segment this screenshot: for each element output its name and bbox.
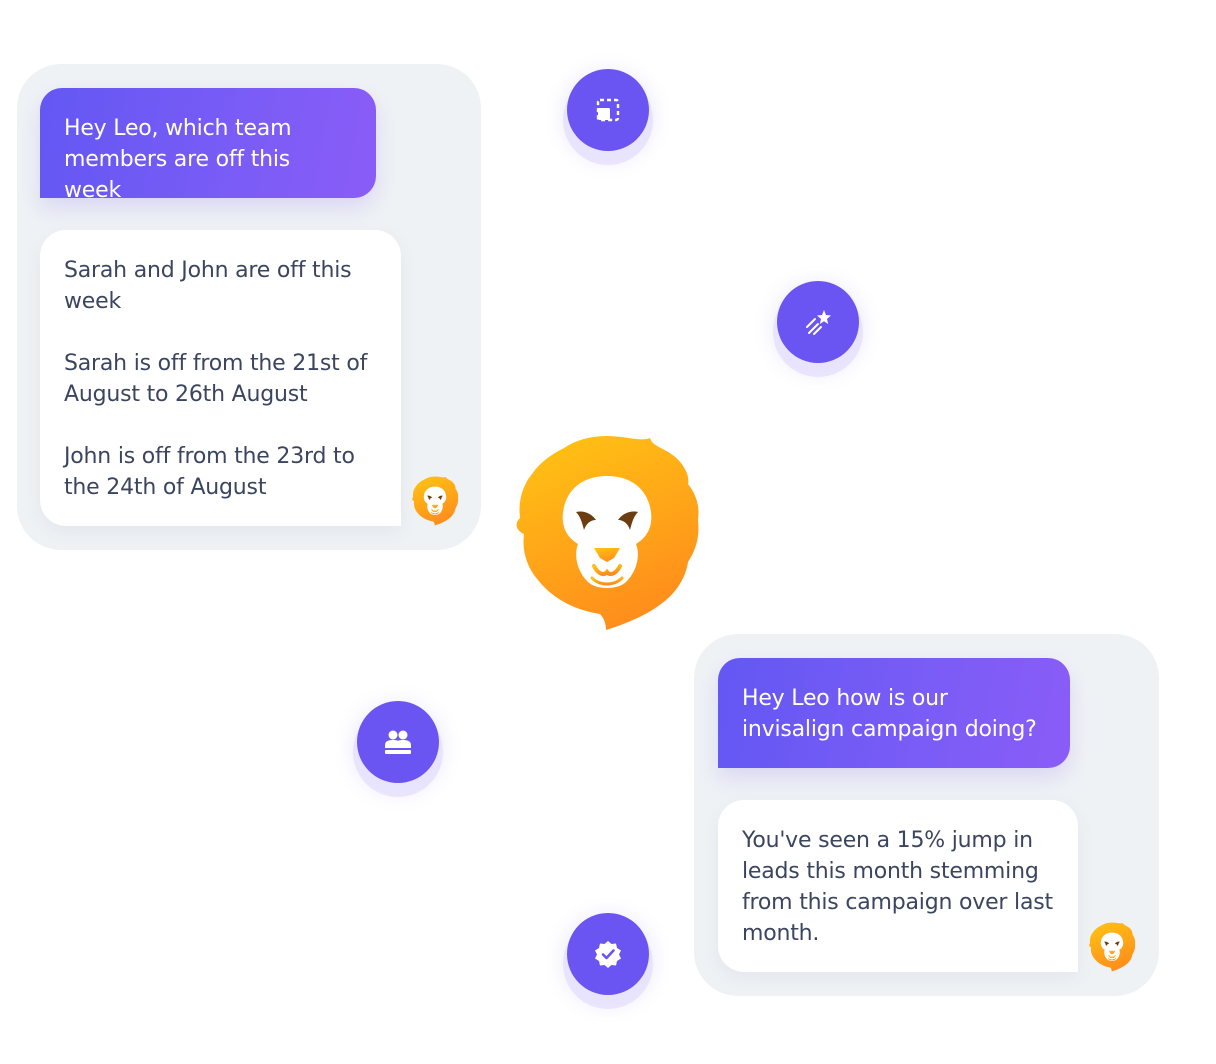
lion-avatar-icon	[1088, 922, 1136, 972]
user-message-bubble: Hey Leo how is our invisalign campaign d…	[718, 658, 1070, 768]
team-feature-button[interactable]	[357, 701, 439, 783]
magic-star-icon	[806, 310, 831, 335]
verified-badge-icon	[595, 941, 621, 968]
bot-reply-paragraph: John is off from the 23rd to the 24th of…	[64, 444, 355, 500]
bot-reply-paragraph: Sarah is off from the 21st of August to …	[64, 351, 368, 407]
expand-icon	[596, 98, 620, 122]
lion-avatar-icon	[411, 476, 459, 526]
bot-reply-paragraph: You've seen a 15% jump in leads this mon…	[742, 828, 1053, 946]
expand-feature-button[interactable]	[567, 69, 649, 151]
user-message-bubble: Hey Leo, which team members are off this…	[40, 88, 376, 203]
bot-reply-bubble: Sarah and John are off this week Sarah i…	[40, 230, 401, 526]
bot-reply-bubble: You've seen a 15% jump in leads this mon…	[718, 800, 1078, 972]
team-icon	[385, 730, 411, 754]
leo-lion-logo	[514, 434, 700, 632]
chat-card-team-availability: Hey Leo, which team members are off this…	[17, 64, 481, 550]
verified-feature-button[interactable]	[567, 913, 649, 995]
user-message-text: Hey Leo how is our invisalign campaign d…	[742, 686, 1037, 742]
user-message-text: Hey Leo, which team members are off this…	[64, 116, 292, 203]
bot-reply-paragraph: Sarah and John are off this week	[64, 258, 352, 314]
chat-card-campaign-performance: Hey Leo how is our invisalign campaign d…	[694, 634, 1159, 996]
magic-feature-button[interactable]	[777, 281, 859, 363]
